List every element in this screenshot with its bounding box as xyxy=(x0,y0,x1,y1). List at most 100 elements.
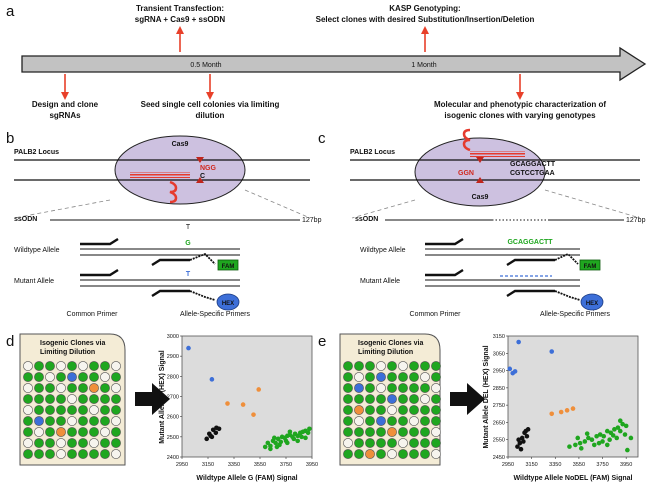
scatter-point xyxy=(622,432,628,437)
plate-well xyxy=(398,361,408,371)
plate-well xyxy=(111,383,121,393)
plate-well xyxy=(398,372,408,382)
scatter-point xyxy=(518,446,524,452)
b-wt-allele-label: Wildtype Allele xyxy=(14,247,60,254)
scatter-point xyxy=(584,431,590,436)
e-plate-title-1: Isogenic Clones via xyxy=(358,340,423,347)
e-xlabel: Wildtype Allele NoDEL (FAM) Signal xyxy=(514,475,633,482)
plate-well xyxy=(78,449,88,459)
c-seq-top: GCAGGACTT xyxy=(510,161,556,168)
plate-well xyxy=(420,383,430,393)
plate-well xyxy=(111,361,121,371)
y-tick-label: 3150 xyxy=(493,334,505,340)
plate-well xyxy=(23,361,33,371)
scatter-point xyxy=(251,412,256,417)
plate-well xyxy=(409,449,419,459)
e-plate-wells xyxy=(343,361,441,459)
scatter-point xyxy=(507,366,513,372)
b-guide-rna xyxy=(130,172,190,178)
b-length: 127bp xyxy=(302,217,322,224)
panel-label-c: c xyxy=(318,130,326,147)
plate-well xyxy=(100,416,110,426)
c-common-primer-label: Common Primer xyxy=(410,311,462,318)
b-common-primer-icon xyxy=(80,237,119,246)
plate-well xyxy=(343,361,353,371)
plate-well xyxy=(89,438,99,448)
plate-well xyxy=(387,394,397,404)
plate-well xyxy=(67,427,77,437)
kasp-title: KASP Genotyping: xyxy=(389,4,460,13)
transfection-title: Transient Transfection: xyxy=(136,4,224,13)
b-fam-label: FAM xyxy=(222,264,235,270)
plate-well xyxy=(376,372,386,382)
y-tick-label: 2950 xyxy=(493,369,505,375)
scatter-point xyxy=(591,442,597,448)
plate-well xyxy=(111,405,121,415)
scatter-point xyxy=(620,421,625,427)
y-tick-label: 2500 xyxy=(167,435,179,441)
scatter-point xyxy=(628,435,634,441)
plate-well xyxy=(67,372,77,382)
plate-well xyxy=(431,394,441,404)
c-wt-seq: GCAGGACTT xyxy=(507,239,553,246)
plate-well xyxy=(89,383,99,393)
x-tick-label: 3150 xyxy=(202,462,214,468)
scatter-point xyxy=(262,444,268,450)
plate-well xyxy=(420,405,430,415)
plate-well xyxy=(100,361,110,371)
plate-well xyxy=(409,394,419,404)
plate-well xyxy=(398,438,408,448)
plate-well xyxy=(100,394,110,404)
plate-well xyxy=(398,394,408,404)
plate-well xyxy=(78,438,88,448)
scatter-point xyxy=(577,440,583,446)
b-zoom-line-left xyxy=(13,199,111,219)
scatter-point xyxy=(256,387,262,392)
x-tick-label: 3750 xyxy=(280,462,292,468)
plate-well xyxy=(78,416,88,426)
plate-well xyxy=(354,416,364,426)
kasp-detail: Select clones with desired Substitution/… xyxy=(316,15,535,24)
plate-well xyxy=(354,394,364,404)
plate-well xyxy=(376,361,386,371)
scatter-point xyxy=(295,433,301,439)
scatter-point xyxy=(519,435,525,441)
plate-well xyxy=(67,394,77,404)
plate-well xyxy=(387,449,397,459)
scatter-point xyxy=(549,411,555,417)
plate-well xyxy=(409,383,419,393)
plate-well xyxy=(23,405,33,415)
c-ssodn-label: ssODN xyxy=(355,216,378,223)
plate-well xyxy=(354,405,364,415)
plate-well xyxy=(111,449,121,459)
plate-well xyxy=(343,405,353,415)
b-wt-base: G xyxy=(185,240,191,247)
plate-well xyxy=(23,372,33,382)
y-tick-label: 2900 xyxy=(167,354,179,360)
b-common-primer-label: Common Primer xyxy=(67,311,119,318)
plate-well xyxy=(420,449,430,459)
scatter-point xyxy=(558,409,564,415)
plate-well xyxy=(387,361,397,371)
plate-well xyxy=(56,383,66,393)
plate-well xyxy=(100,405,110,415)
plate-well xyxy=(78,383,88,393)
plate-well xyxy=(67,416,77,426)
c-fam-box xyxy=(579,259,601,271)
y-tick-label: 2600 xyxy=(167,415,179,421)
c-rna-hairpin xyxy=(462,128,471,152)
scatter-point xyxy=(307,426,312,432)
scatter-point xyxy=(625,447,630,453)
c-pam-label: GGN xyxy=(458,170,474,177)
d-plate-wells xyxy=(23,361,121,459)
plate-well xyxy=(34,438,44,448)
c-as-primer-wt-icon xyxy=(506,258,555,267)
c-seq-bottom: CGTCCTGAA xyxy=(510,170,555,177)
plate-well xyxy=(376,383,386,393)
plate-well xyxy=(34,383,44,393)
plate-well xyxy=(45,383,55,393)
plate-well xyxy=(354,372,364,382)
scatter-point xyxy=(274,444,280,450)
e-plate-title-2: Limiting Dilution xyxy=(358,349,413,356)
